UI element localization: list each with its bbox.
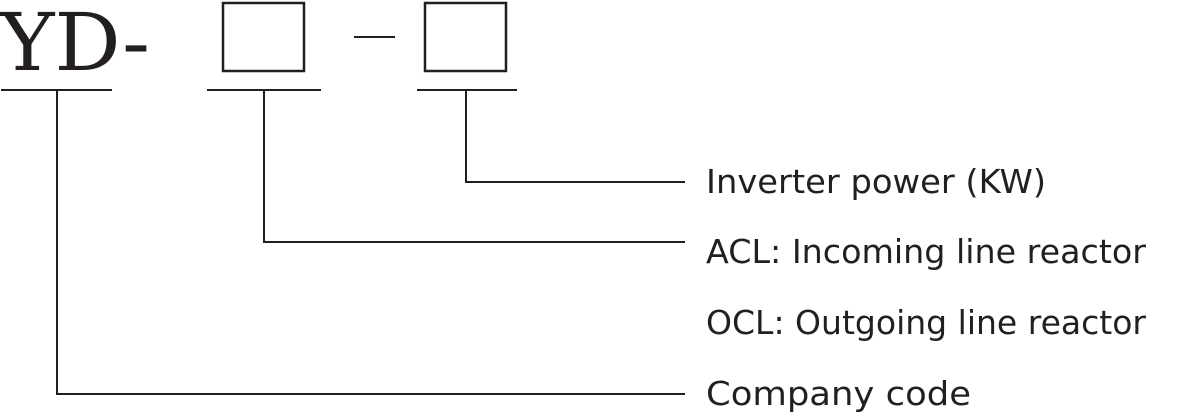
reactor-type-box (221, 1, 306, 73)
label-ocl: OCL: Outgoing line reactor (706, 303, 1146, 342)
model-prefix: YD- (0, 0, 150, 89)
label-inverter-power: Inverter power (KW) (706, 162, 1046, 201)
power-leader-line (465, 90, 685, 183)
label-company-code: Company code (706, 374, 971, 413)
label-acl: ACL: Incoming line reactor (706, 232, 1146, 271)
power-box (423, 1, 508, 73)
company-code-leader-line (56, 90, 685, 395)
reactor-type-leader-line (263, 90, 685, 243)
